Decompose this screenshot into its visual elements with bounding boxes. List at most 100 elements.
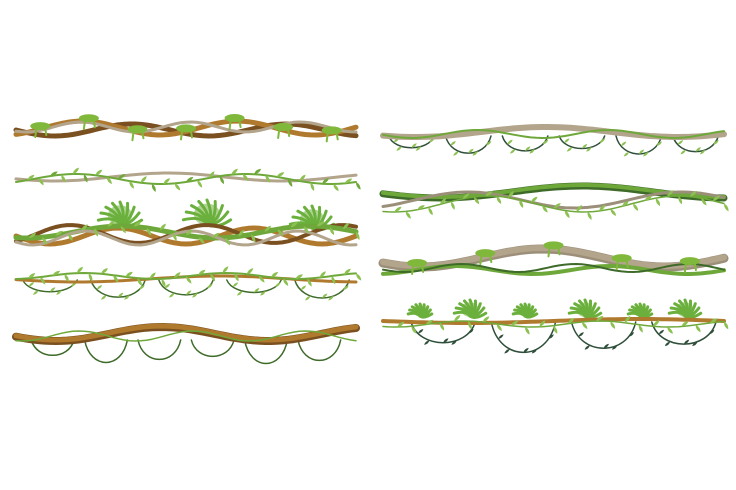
moss-drip — [479, 255, 483, 266]
leaf-icon — [510, 149, 516, 154]
leaf-icon — [344, 178, 353, 184]
leaf-icon — [40, 277, 46, 285]
leaf-icon — [542, 139, 549, 145]
hanging-vine — [297, 339, 342, 362]
leaf-icon — [61, 174, 66, 183]
leaf-icon — [186, 176, 194, 182]
leaf-icon — [28, 282, 35, 287]
leaf-icon — [678, 196, 683, 205]
leaf-icon — [581, 143, 588, 149]
leaf-icon — [564, 210, 570, 219]
vine-strand — [381, 317, 726, 325]
liana-loop-icon — [12, 323, 360, 365]
moss-drip — [238, 120, 242, 129]
moss-icon — [30, 122, 51, 131]
right-vine-panel — [378, 124, 729, 354]
leaf-icon — [303, 226, 309, 234]
leaf-icon — [638, 149, 645, 154]
leaf-icon — [140, 176, 147, 183]
leaf-icon — [208, 171, 215, 179]
leaf-icon — [486, 141, 492, 146]
moss-drip — [557, 247, 561, 256]
leaf-icon — [124, 295, 130, 300]
leaf-icon — [238, 229, 245, 237]
leaf-icon — [529, 149, 535, 154]
moss-drip — [44, 128, 48, 137]
leaf-icon — [468, 329, 474, 334]
leaf-icon — [101, 268, 108, 274]
leaf-icon — [656, 141, 662, 146]
moss-icon — [611, 254, 632, 263]
leaf-icon — [683, 339, 690, 345]
moss-drip — [693, 263, 697, 272]
leaf-icon — [417, 205, 425, 210]
leaf-icon — [38, 178, 44, 186]
leaf-icon — [587, 211, 592, 221]
leaf-icon — [525, 326, 530, 335]
leaf-icon — [695, 324, 701, 333]
vine-strand — [14, 223, 358, 245]
leaf-icon — [50, 171, 58, 177]
leaf-icon — [271, 271, 279, 278]
leaf-icon — [71, 282, 77, 287]
leaf-icon — [454, 314, 461, 322]
leaf-icon — [539, 320, 546, 327]
leaf-icon — [242, 174, 249, 181]
moss-icon — [407, 258, 428, 267]
leaf-icon — [576, 204, 583, 212]
moss-icon — [78, 114, 99, 123]
leaf-icon — [699, 149, 706, 155]
leaf-icon — [251, 234, 256, 243]
leaf-icon — [172, 232, 177, 242]
moss-vine-icon — [13, 114, 359, 143]
leaf-icon — [163, 178, 171, 184]
leaf-icon — [405, 211, 411, 219]
leaf-icon — [610, 321, 616, 329]
moss-drip — [287, 129, 291, 138]
leaf-icon — [586, 147, 592, 152]
leaf-icon — [254, 287, 260, 293]
leaf-icon — [120, 226, 126, 234]
leaf-icon — [139, 285, 145, 290]
leaf-icon — [394, 206, 402, 212]
moss-icon — [176, 124, 196, 133]
leaf-icon — [411, 143, 417, 148]
moss-drip — [625, 260, 629, 269]
leaf-icon — [199, 237, 205, 245]
leaf-icon — [283, 278, 289, 286]
leaf-icon — [508, 190, 515, 198]
moss-icon — [679, 257, 700, 266]
leaf-icon — [504, 348, 510, 354]
leaf-icon — [174, 183, 181, 191]
leaf-icon — [462, 193, 470, 199]
moss-drip — [683, 263, 687, 274]
leaf-icon — [611, 345, 618, 350]
leaf-icon — [667, 326, 673, 334]
vine-strand — [380, 245, 727, 269]
leaf-icon — [468, 148, 474, 154]
leaf-icon — [581, 321, 588, 330]
leaf-icon — [118, 292, 124, 298]
moss-vine-icon — [378, 241, 729, 276]
leaf-icon — [598, 204, 606, 211]
leaf-icon — [542, 205, 548, 213]
leaf-icon — [94, 228, 99, 237]
fern-icon — [452, 298, 488, 319]
leaf-icon — [322, 293, 328, 298]
leaf-icon — [723, 321, 729, 330]
moss-drip — [34, 128, 38, 139]
hanging-vine — [570, 321, 637, 349]
leaf-icon — [225, 237, 231, 246]
leaf-icon — [451, 340, 457, 345]
leaf-icon — [328, 295, 334, 301]
leaf-icon — [596, 315, 604, 322]
leaf-icon — [76, 266, 84, 274]
left-vine-panel — [12, 114, 362, 365]
leaf-icon — [137, 278, 142, 286]
leaf-icon — [415, 146, 422, 151]
leaf-icon — [603, 343, 609, 349]
moss-drip — [82, 120, 86, 131]
leaf-icon — [106, 176, 112, 185]
leaf-icon — [234, 273, 239, 282]
